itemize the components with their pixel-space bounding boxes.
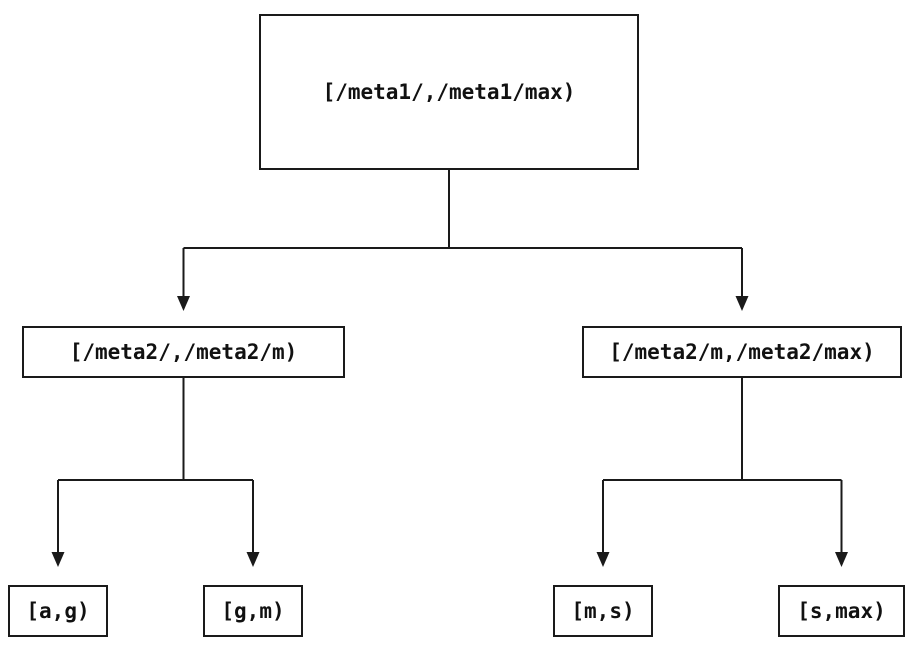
arrowhead-to-leaf-smax xyxy=(835,552,848,567)
edges-left-to-leaves xyxy=(51,378,260,567)
leaf-node-ms: [m,s) xyxy=(553,585,653,637)
edges-right-to-leaves xyxy=(596,378,848,567)
node-meta2-lower-label: [/meta2/,/meta2/m) xyxy=(69,340,298,364)
arrowhead-to-leaf-gm xyxy=(246,552,260,567)
node-meta2-upper: [/meta2/m,/meta2/max) xyxy=(582,326,902,378)
node-root: [/meta1/,/meta1/max) xyxy=(259,14,639,170)
node-root-label: [/meta1/,/meta1/max) xyxy=(322,80,576,104)
node-meta2-upper-label: [/meta2/m,/meta2/max) xyxy=(609,340,875,364)
leaf-node-gm: [g,m) xyxy=(203,585,303,637)
leaf-node-smax: [s,max) xyxy=(778,585,905,637)
node-meta2-lower: [/meta2/,/meta2/m) xyxy=(22,326,345,378)
leaf-node-ag: [a,g) xyxy=(8,585,108,637)
leaf-node-ms-label: [m,s) xyxy=(571,599,635,623)
leaf-node-smax-label: [s,max) xyxy=(797,599,886,623)
arrowhead-to-leaf-ms xyxy=(596,552,610,567)
arrowhead-to-right-node xyxy=(735,296,749,311)
leaf-node-ag-label: [a,g) xyxy=(26,599,90,623)
leaf-node-gm-label: [g,m) xyxy=(221,599,285,623)
edges-root-to-children xyxy=(177,170,749,311)
arrowhead-to-left-node xyxy=(177,296,190,311)
arrowhead-to-leaf-ag xyxy=(51,552,65,567)
